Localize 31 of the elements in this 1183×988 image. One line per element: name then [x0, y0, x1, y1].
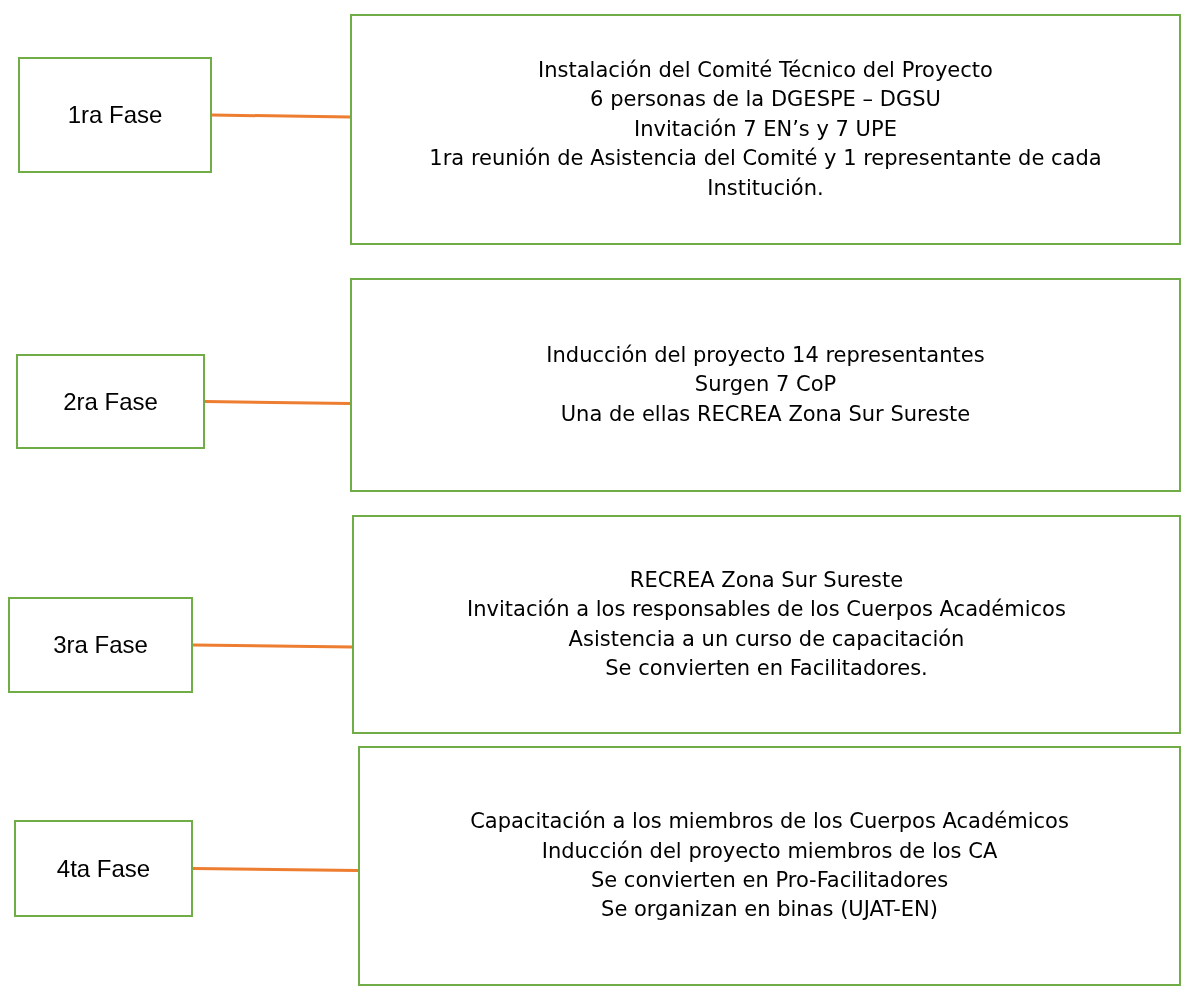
description-text: Se convierten en Pro-Facilitadores	[590, 867, 949, 894]
description-text: Invitación a los responsables de los Cuerpos Académicos	[467, 596, 1066, 624]
phase-label: 4ta Fase	[56, 853, 151, 884]
description-text: 6 personas de la DGESPE – DGSU	[590, 86, 941, 114]
phase-box	[8, 597, 193, 693]
description-box	[350, 14, 1181, 245]
connector-line	[211, 113, 351, 119]
description-text: Instalación del Comité Técnico del Proyecto	[538, 57, 993, 84]
phase-label: 2ra Fase	[63, 386, 158, 417]
description-text: Inducción del proyecto 14 representantes	[546, 341, 985, 369]
phase-box	[16, 354, 205, 449]
phase-box	[18, 57, 212, 173]
description-text: Una de ellas RECREA Zona Sur Sureste	[560, 400, 971, 428]
phase-box	[14, 820, 193, 917]
description-text: Capacitación a los miembros de los Cuerpos Académicos	[470, 808, 1069, 836]
description-text: Inducción del proyecto miembros de los CA	[541, 837, 998, 865]
description-box	[352, 515, 1181, 734]
description-text: RECREA Zona Sur Sureste	[629, 566, 904, 594]
phase-label: 3ra Fase	[53, 630, 148, 661]
description-text: Surgen 7 CoP	[694, 371, 837, 399]
description-text: Se organizan en binas (UJAT-EN)	[601, 896, 938, 924]
phase-label: 1ra Fase	[67, 100, 163, 131]
connector-line	[192, 867, 359, 872]
description-box	[350, 278, 1181, 492]
description-text: 1ra reunión de Asistencia del Comité y 1 representante de cada Institución.	[428, 145, 1103, 202]
connector-line	[192, 643, 353, 649]
connector-line	[204, 400, 351, 405]
description-text: Se convierten en Facilitadores.	[605, 654, 928, 682]
description-box	[358, 746, 1181, 986]
description-text: Invitación 7 EN’s y 7 UPE	[634, 115, 897, 143]
description-text: Asistencia a un curso de capacitación	[568, 625, 965, 653]
